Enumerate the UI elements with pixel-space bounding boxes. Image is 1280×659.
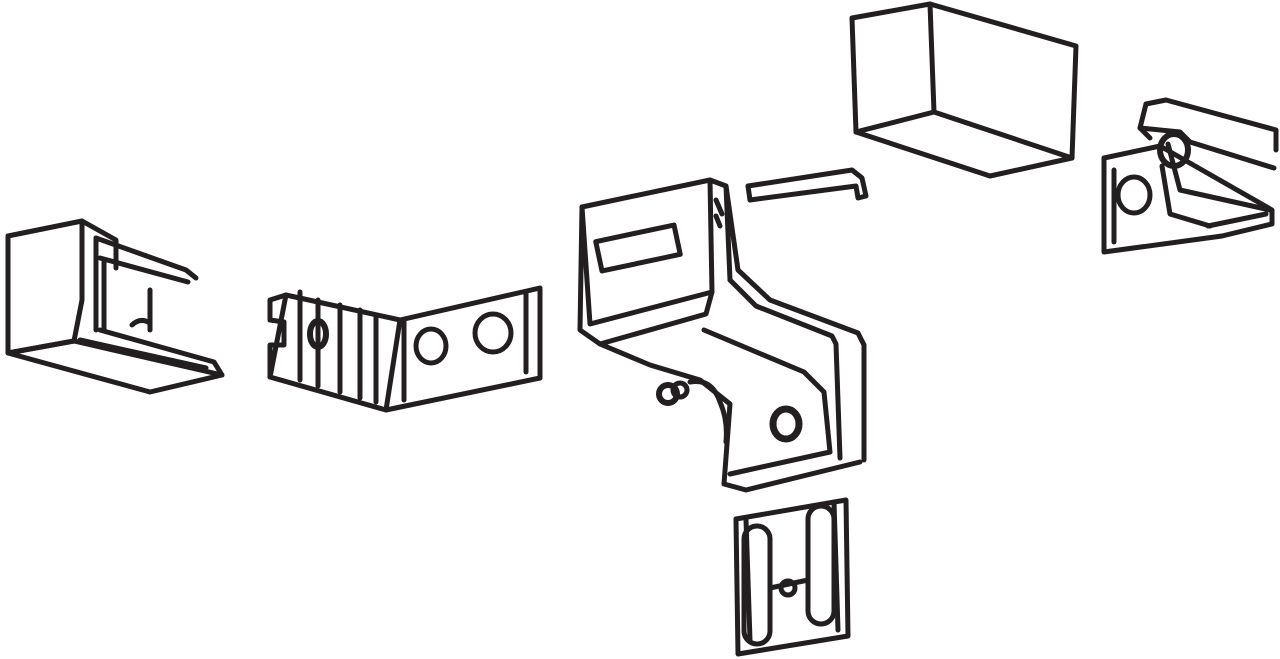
end-cap-left [5,218,225,395]
wall-bracket-main [577,177,867,493]
mounting-plate [733,497,851,657]
locking-pin [745,167,869,203]
rail-clip-right [1101,97,1279,255]
rail-clip-left [267,285,543,413]
end-cap-right [849,1,1079,179]
